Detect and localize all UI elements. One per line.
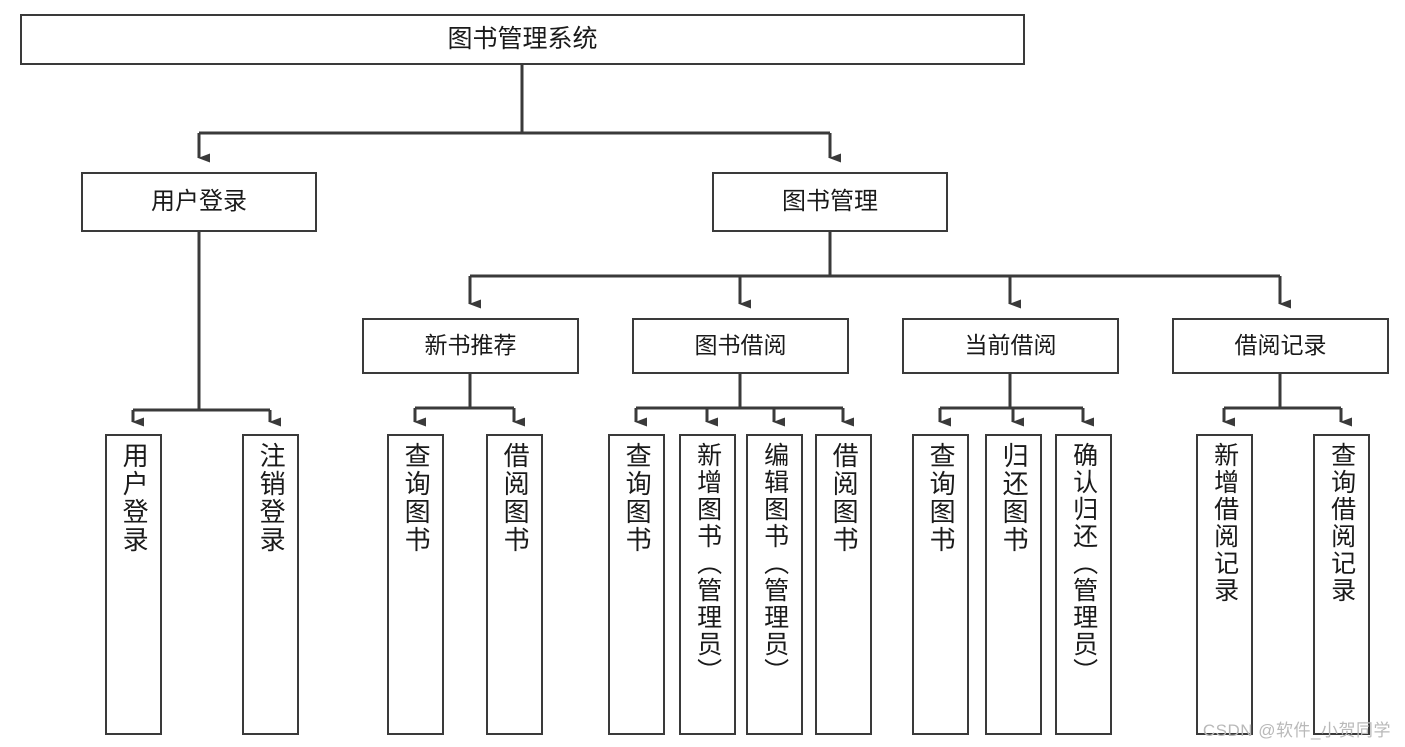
node-leaf-confirm-return[interactable]: 确认归还（管理员）	[1055, 434, 1112, 735]
node-leaf-query-book-2[interactable]: 查询图书	[608, 434, 665, 735]
node-leaf-edit-book-label: 编辑图书（管理员）	[760, 442, 789, 685]
node-leaf-query-book-3[interactable]: 查询图书	[912, 434, 969, 735]
node-book-borrow[interactable]: 图书借阅	[632, 318, 849, 374]
node-leaf-add-book[interactable]: 新增图书（管理员）	[679, 434, 736, 735]
node-leaf-return-book[interactable]: 归还图书	[985, 434, 1042, 735]
node-new-book-recommend-label: 新书推荐	[424, 332, 517, 359]
node-borrow-record[interactable]: 借阅记录	[1172, 318, 1389, 374]
node-leaf-borrow-book-2[interactable]: 借阅图书	[815, 434, 872, 735]
node-leaf-add-record-label: 新增借阅记录	[1210, 442, 1239, 604]
node-leaf-query-record[interactable]: 查询借阅记录	[1313, 434, 1370, 735]
node-user-login-label: 用户登录	[151, 187, 247, 215]
node-leaf-confirm-return-label: 确认归还（管理员）	[1069, 442, 1098, 685]
node-root-system-label: 图书管理系统	[447, 24, 598, 53]
node-leaf-return-book-label: 归还图书	[999, 442, 1030, 554]
node-leaf-user-login-label: 用户登录	[119, 442, 150, 554]
node-leaf-borrow-book-2-label: 借阅图书	[829, 442, 860, 554]
node-user-login[interactable]: 用户登录	[81, 172, 317, 232]
node-leaf-borrow-book-1-label: 借阅图书	[500, 442, 531, 554]
node-leaf-borrow-book-1[interactable]: 借阅图书	[486, 434, 543, 735]
connectors	[131, 65, 1352, 427]
node-leaf-add-record[interactable]: 新增借阅记录	[1196, 434, 1253, 735]
node-leaf-user-logout-label: 注销登录	[256, 442, 287, 554]
watermark-text: CSDN @软件_小贺同学	[1202, 721, 1391, 740]
node-leaf-edit-book[interactable]: 编辑图书（管理员）	[746, 434, 803, 735]
node-leaf-query-book-1[interactable]: 查询图书	[387, 434, 444, 735]
node-borrow-record-label: 借阅记录	[1234, 332, 1327, 359]
node-current-borrow-label: 当前借阅	[964, 332, 1057, 359]
node-root-system[interactable]: 图书管理系统	[20, 14, 1025, 65]
node-book-borrow-label: 图书借阅	[694, 332, 787, 359]
node-leaf-query-book-1-label: 查询图书	[401, 442, 432, 554]
node-leaf-query-book-3-label: 查询图书	[926, 442, 957, 554]
node-leaf-user-logout[interactable]: 注销登录	[242, 434, 299, 735]
node-leaf-add-book-label: 新增图书（管理员）	[693, 442, 722, 685]
node-leaf-query-book-2-label: 查询图书	[622, 442, 653, 554]
node-new-book-recommend[interactable]: 新书推荐	[362, 318, 579, 374]
node-leaf-user-login[interactable]: 用户登录	[105, 434, 162, 735]
node-current-borrow[interactable]: 当前借阅	[902, 318, 1119, 374]
node-book-management-label: 图书管理	[782, 187, 878, 215]
node-leaf-query-record-label: 查询借阅记录	[1327, 442, 1356, 604]
node-book-management[interactable]: 图书管理	[712, 172, 948, 232]
